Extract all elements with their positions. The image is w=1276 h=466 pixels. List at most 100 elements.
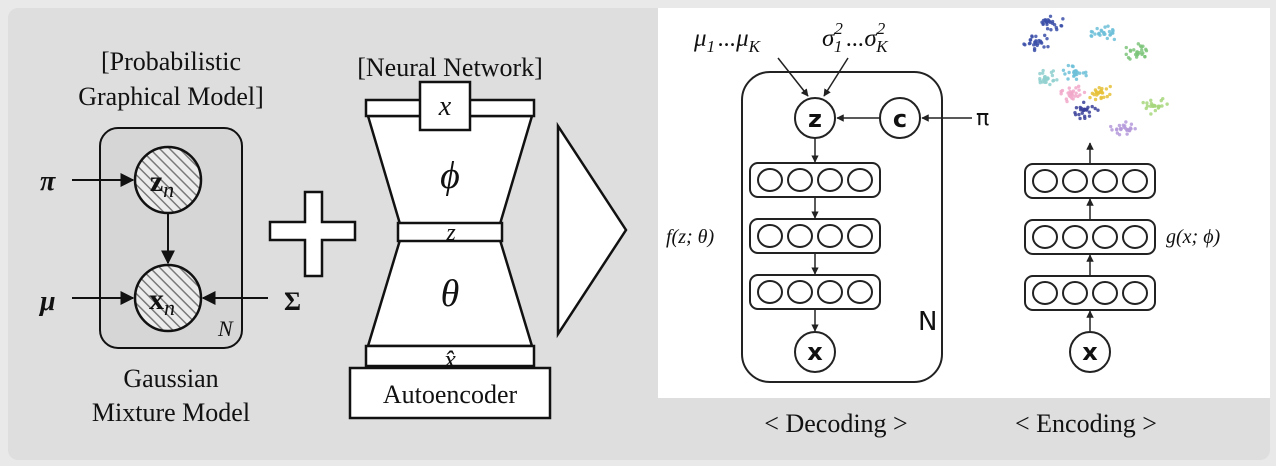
result-arrow-icon — [556, 121, 628, 339]
cluster-point — [1145, 104, 1150, 108]
vade-plate-n: N — [918, 307, 937, 337]
cluster-point — [1077, 71, 1082, 75]
pi-label: π — [40, 166, 56, 197]
cluster-point — [1108, 84, 1112, 89]
cluster-point — [1034, 34, 1038, 39]
cluster-point — [1139, 45, 1144, 49]
x-node-label: xn — [149, 283, 175, 320]
encoding-section: x g(x; ϕ) — [1022, 14, 1221, 373]
z-node-subscript: n — [163, 177, 174, 202]
encoder-layer-3 — [1024, 163, 1156, 199]
neuron — [757, 168, 783, 192]
cluster-point — [1135, 50, 1139, 54]
cluster-point — [1059, 89, 1063, 94]
cluster-point — [1046, 44, 1050, 49]
cluster-point — [1077, 88, 1081, 92]
neuron — [787, 168, 813, 192]
cluster-point — [1087, 114, 1092, 118]
cluster-point — [1074, 86, 1078, 90]
cluster-point — [1066, 91, 1070, 95]
neuron — [1092, 281, 1118, 305]
neuron — [757, 224, 783, 248]
cluster-point — [1059, 24, 1064, 28]
z-node-main: z — [150, 165, 163, 198]
pgm-caption-line1: Gaussian — [123, 364, 218, 393]
encoder-function-label: g(x; ϕ) — [1166, 226, 1221, 248]
cluster-point — [1125, 132, 1129, 136]
neuron — [787, 224, 813, 248]
cluster-point — [1068, 94, 1072, 99]
cluster-point — [1082, 90, 1087, 95]
observed-node-x — [133, 263, 203, 333]
cluster-point — [1044, 20, 1049, 25]
cluster-point — [1114, 127, 1119, 132]
cluster-point — [1149, 112, 1153, 116]
neuron — [1092, 169, 1118, 193]
cluster-point — [1074, 106, 1079, 110]
cluster-point — [1067, 70, 1071, 75]
neuron — [847, 168, 873, 192]
cluster-point — [1046, 18, 1050, 22]
input-x-box — [418, 80, 472, 132]
cluster-point — [1048, 82, 1052, 87]
vade-output-x-node — [794, 331, 836, 373]
cluster-point — [1096, 32, 1101, 36]
cluster-point — [1078, 93, 1082, 97]
cluster-point — [1115, 131, 1120, 135]
cluster-point — [1100, 91, 1105, 95]
mu-to-z-arrow — [777, 57, 809, 97]
plate-label-n: N — [217, 316, 234, 341]
cluster-point — [1124, 52, 1128, 57]
cluster-point — [1048, 14, 1053, 18]
cluster-point — [1132, 48, 1136, 52]
cluster-point — [1096, 108, 1100, 112]
neuron — [847, 280, 873, 304]
neuron — [817, 168, 843, 192]
cluster-point — [1109, 124, 1113, 129]
cluster-point — [1141, 51, 1145, 55]
cluster-point — [1094, 89, 1098, 94]
cluster-point — [1055, 78, 1059, 82]
neuron — [1032, 281, 1058, 305]
cluster-point — [1110, 28, 1115, 32]
cluster-point — [1064, 97, 1069, 101]
z-node-label: zn — [150, 165, 174, 202]
cluster-point — [1063, 72, 1067, 76]
vade-pi-label: π — [976, 106, 989, 131]
vade-node-z-label: z — [808, 105, 822, 133]
cluster-point — [1073, 112, 1078, 117]
decoder-layer-1 — [749, 162, 881, 198]
cluster-point — [1030, 34, 1034, 38]
cluster-point — [1088, 95, 1092, 100]
cluster-point — [1054, 25, 1058, 30]
cluster-point — [1112, 37, 1117, 42]
cluster-point — [1105, 36, 1110, 41]
cluster-point — [1105, 94, 1109, 99]
cluster-point — [1061, 17, 1065, 21]
neuron — [1032, 169, 1058, 193]
cluster-point — [1033, 40, 1038, 44]
cluster-point — [1045, 76, 1050, 81]
cluster-point — [1086, 105, 1090, 110]
pgm-title-line1: [Probabilistic — [101, 47, 241, 76]
cluster-point — [1066, 63, 1071, 68]
neuron — [757, 280, 783, 304]
cluster-point — [1106, 24, 1110, 28]
cluster-point — [1082, 100, 1086, 105]
sigma-label: Σ — [284, 287, 301, 316]
cluster-point — [1124, 120, 1128, 124]
x-node-subscript: n — [164, 295, 175, 320]
cluster-point — [1028, 38, 1032, 42]
vade-plate — [741, 71, 943, 383]
input-x-label: x — [438, 91, 452, 122]
cluster-point — [1051, 78, 1056, 83]
cluster-point — [1087, 110, 1092, 114]
cluster-point — [1082, 114, 1087, 119]
cluster-point — [1140, 48, 1144, 52]
encoder-layer-1 — [1024, 275, 1156, 311]
cluster-point — [1042, 45, 1046, 49]
pgm-caption-line2: Mixture Model — [92, 398, 250, 427]
plus-icon — [268, 190, 357, 278]
cluster-point — [1037, 38, 1041, 43]
cluster-point — [1090, 91, 1095, 96]
